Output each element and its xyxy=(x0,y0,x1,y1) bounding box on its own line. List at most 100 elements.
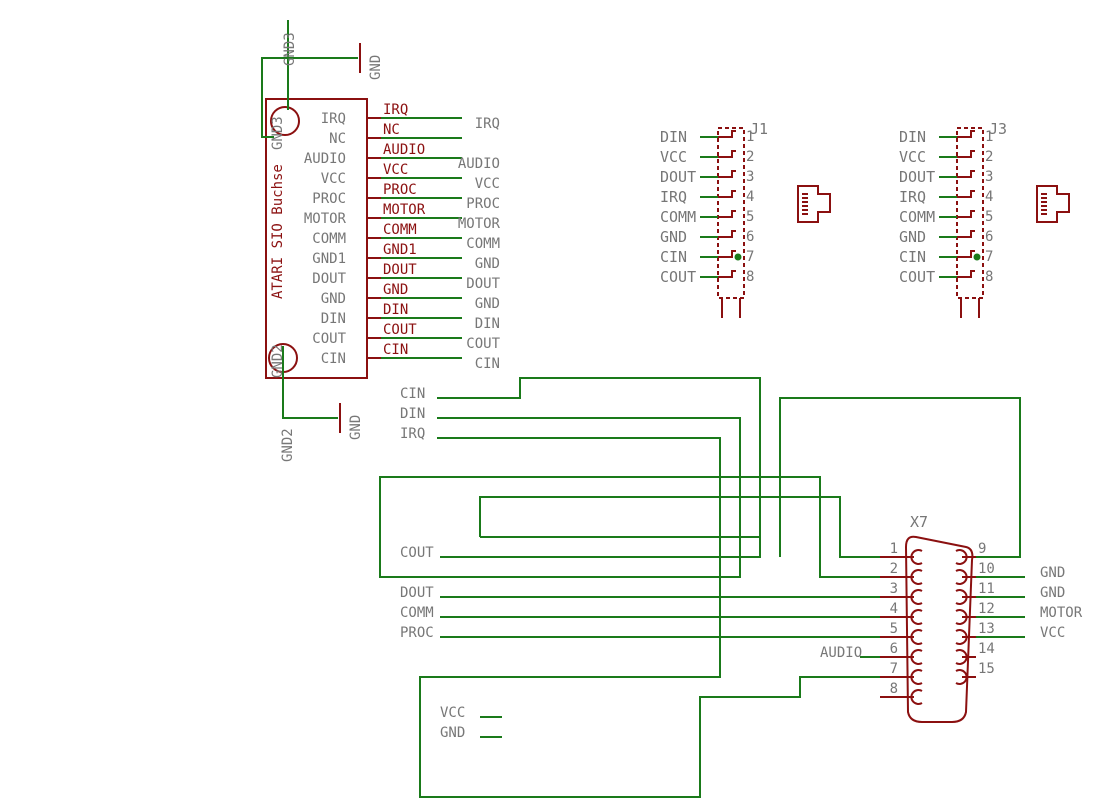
x7-right-pin-number: 13 xyxy=(978,621,995,637)
sio-net-label: VCC xyxy=(475,176,500,192)
sio-connector: ATARI SIO Buchse GND3 GND GND3 GND2 GND … xyxy=(261,20,501,462)
x7-right-pin xyxy=(955,629,976,645)
sio-wire-label: IRQ xyxy=(383,102,408,118)
j3-pin xyxy=(957,170,975,178)
sio-pin-label: VCC xyxy=(321,171,346,187)
net-label-proc: PROC xyxy=(400,625,434,641)
x7-right-pin xyxy=(955,549,976,565)
x7-right-pin-number: 10 xyxy=(978,561,995,577)
gnd3-pin-label: GND3 xyxy=(270,116,286,150)
j3-pin xyxy=(957,130,975,138)
x7-left-pin xyxy=(880,629,923,645)
net-label-gnd: GND xyxy=(440,725,465,741)
sio-pin-label: NC xyxy=(329,131,346,147)
sio-wire-label: DIN xyxy=(383,302,408,318)
sio-pin-label: IRQ xyxy=(321,111,346,127)
net-label-comm: COMM xyxy=(400,605,434,621)
sio-pin-label: GND1 xyxy=(312,251,346,267)
gnd3-label: GND3 xyxy=(282,32,298,66)
j1-pin-label: VCC xyxy=(660,148,687,166)
mount-hole-top xyxy=(270,106,300,136)
wire-din xyxy=(379,417,880,578)
j3-junction xyxy=(973,253,981,261)
wire-pin9 xyxy=(779,397,1021,558)
j3-name: J3 xyxy=(989,120,1007,138)
gnd2-pin-label: GND2 xyxy=(270,344,286,378)
x7-net-label: GND xyxy=(1040,565,1065,581)
sio-wire-label: COUT xyxy=(383,322,417,338)
j3-pin-number: 3 xyxy=(985,169,993,185)
x7-left-pin-number: 6 xyxy=(890,641,898,657)
sio-net-label: MOTOR xyxy=(458,216,501,232)
j3-pin-number: 4 xyxy=(985,189,993,205)
sio-net-label: IRQ xyxy=(475,116,500,132)
j3-pin-label: CIN xyxy=(899,248,926,266)
j1-pin xyxy=(718,150,736,158)
j3-pin-label: DIN xyxy=(899,128,926,146)
sio-wire-label: GND1 xyxy=(383,242,417,258)
j3-pin-number: 8 xyxy=(985,269,993,285)
sio-net-label: DOUT xyxy=(466,276,500,292)
sio-net-label: CIN xyxy=(475,356,500,372)
j3-pin-number: 7 xyxy=(985,249,993,265)
net-label-vcc: VCC xyxy=(440,705,465,721)
j1-pin xyxy=(718,270,736,278)
x7-right-pin-number: 12 xyxy=(978,601,995,617)
x7-name: X7 xyxy=(910,513,928,531)
sio-net-label: COMM xyxy=(466,236,500,252)
j1-pin-label: IRQ xyxy=(660,188,687,206)
sio-pin-label: COMM xyxy=(312,231,346,247)
sio-wire-label: GND xyxy=(383,282,408,298)
j1-pin-number: 8 xyxy=(746,269,754,285)
sio-pin-label: MOTOR xyxy=(304,211,347,227)
x7-left-pin xyxy=(880,589,923,605)
x7-left-pin-number: 3 xyxy=(890,581,898,597)
net-label-irq: IRQ xyxy=(400,426,425,442)
j1-pin-label: DIN xyxy=(660,128,687,146)
j1-jack-icon xyxy=(797,185,831,223)
x7-right-pin xyxy=(955,649,976,665)
j1-pin-number: 3 xyxy=(746,169,754,185)
sio-net-label: AUDIO xyxy=(458,156,500,172)
sio-pin-label: DOUT xyxy=(312,271,346,287)
sio-wire-label: AUDIO xyxy=(383,142,425,158)
net-label-cout: COUT xyxy=(400,545,434,561)
sio-pin-label: AUDIO xyxy=(304,151,346,167)
x7-net-label: MOTOR xyxy=(1040,605,1083,621)
wiring xyxy=(379,377,1025,798)
sio-wire-label: VCC xyxy=(383,162,408,178)
sio-pin-label: PROC xyxy=(312,191,346,207)
j3-pin xyxy=(957,250,975,258)
j3-pin-number: 6 xyxy=(985,229,993,245)
j1-pin-number: 7 xyxy=(746,249,754,265)
x7-right-pin xyxy=(955,669,976,685)
j1-pin-number: 4 xyxy=(746,189,754,205)
j3-pin-label: GND xyxy=(899,228,926,246)
x7-left-pin xyxy=(880,569,923,585)
x7-left-pin xyxy=(880,669,923,685)
j1-pin xyxy=(718,170,736,178)
sio-net-label: DIN xyxy=(475,316,500,332)
j3-pin xyxy=(957,230,975,238)
x7-left-pin-number: 4 xyxy=(890,601,898,617)
x7-right-pin-number: 14 xyxy=(978,641,995,657)
j1-pin-label: GND xyxy=(660,228,687,246)
x7-left-pin-number: 8 xyxy=(890,681,898,697)
x7-left-pin xyxy=(880,549,923,565)
sio-net-label: COUT xyxy=(466,336,500,352)
sio-wire-label: DOUT xyxy=(383,262,417,278)
x7-net-label: GND xyxy=(1040,585,1065,601)
sio-pin-label: CIN xyxy=(321,351,346,367)
sio-title: ATARI SIO Buchse xyxy=(270,164,286,299)
j3-pin-number: 1 xyxy=(985,129,993,145)
x7-right-pin-number: 11 xyxy=(978,581,995,597)
j1-pin xyxy=(718,210,736,218)
gnd2-wire xyxy=(282,346,338,419)
j3-pin-label: DOUT xyxy=(899,168,935,186)
sio-net-label: GND xyxy=(475,256,500,272)
sio-pin-label: COUT xyxy=(312,331,346,347)
sio-net-label: GND xyxy=(475,296,500,312)
x7-right-pin xyxy=(955,589,976,605)
